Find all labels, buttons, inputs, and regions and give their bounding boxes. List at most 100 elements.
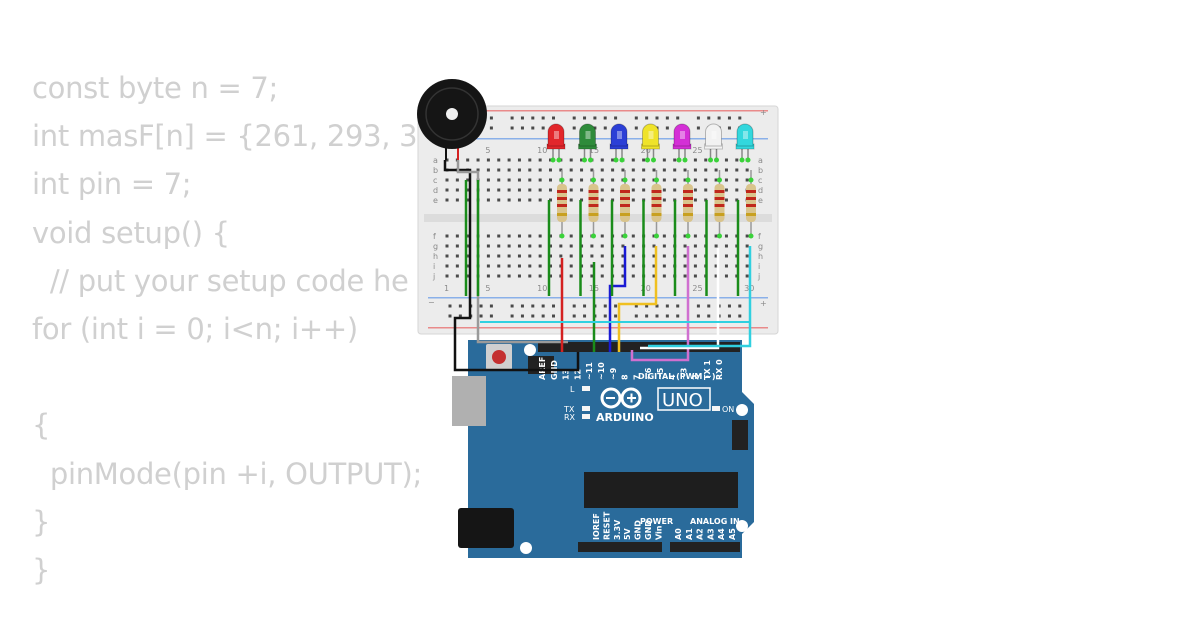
digital-label: DIGITAL (PWM ~) <box>638 372 716 381</box>
led-tx-label: TX <box>563 405 575 414</box>
hole <box>652 264 656 268</box>
led-cyan[interactable] <box>735 123 755 163</box>
resistor[interactable] <box>683 170 693 239</box>
analog-label: ANALOG IN <box>690 517 740 526</box>
led-red[interactable] <box>546 123 566 163</box>
hole <box>714 264 718 268</box>
rail-hole <box>727 314 731 318</box>
rail-hole <box>572 304 576 308</box>
led-green[interactable] <box>578 123 597 163</box>
digital-pin-label: ~10 <box>597 362 606 380</box>
wires[interactable] <box>443 160 752 372</box>
hole <box>466 274 470 278</box>
rail-hole <box>665 314 669 318</box>
power-pin-label: Vin <box>654 525 663 540</box>
code-line: const byte n = 7; <box>32 71 279 105</box>
resistors[interactable] <box>557 170 756 239</box>
hole <box>621 244 625 248</box>
hole <box>507 178 511 182</box>
power-header[interactable] <box>578 542 662 552</box>
digital-pin-label: 12 <box>573 369 582 380</box>
power-pin-label: GND <box>644 520 653 540</box>
hole <box>466 254 470 258</box>
hole <box>621 264 625 268</box>
hole <box>745 264 749 268</box>
rail-hole <box>489 304 493 308</box>
hole <box>569 178 573 182</box>
hole <box>631 274 635 278</box>
rail-hole <box>520 314 524 318</box>
hole <box>486 244 490 248</box>
hole <box>724 178 728 182</box>
hole <box>476 168 480 172</box>
hole <box>445 188 449 192</box>
digital-header[interactable] <box>538 342 740 352</box>
resistor[interactable] <box>746 170 756 239</box>
piezo-buzzer[interactable] <box>417 79 487 160</box>
column-number: 20 <box>641 284 651 293</box>
led-tx-indicator <box>582 406 590 411</box>
model-label: UNO <box>662 390 703 411</box>
usb-port <box>452 376 486 426</box>
resistor[interactable] <box>588 170 599 239</box>
analog-header[interactable] <box>670 542 740 552</box>
row-letter: h <box>433 252 438 261</box>
hole <box>466 264 470 268</box>
code-line: for (int i = 0; i<n; i++) <box>32 311 358 346</box>
rail-hole <box>520 304 524 308</box>
row-letter: a <box>758 156 763 165</box>
hole <box>466 188 470 192</box>
rail-hole <box>541 116 545 120</box>
digital-pin-label: ~6 <box>644 367 653 380</box>
leds[interactable] <box>546 123 755 163</box>
hole <box>724 274 728 278</box>
led-white[interactable] <box>704 123 723 163</box>
hole <box>549 254 552 258</box>
hole <box>662 178 666 182</box>
hole <box>528 188 532 192</box>
hole <box>445 234 449 238</box>
resistor[interactable] <box>651 170 662 239</box>
led-yellow[interactable] <box>641 123 660 163</box>
led-blue[interactable] <box>609 123 629 163</box>
arduino-logo-icon <box>600 387 642 409</box>
rail-hole <box>552 304 555 308</box>
hole <box>538 188 542 192</box>
hole <box>724 254 728 258</box>
mounting-hole <box>736 404 748 416</box>
green-jumper-wires[interactable] <box>464 180 740 296</box>
rail-hole <box>552 314 555 318</box>
arduino-uno-board[interactable]: L TX RX ON ARDUINO UNO DIGITAL (PWM ~) P… <box>452 340 754 558</box>
hole <box>549 188 552 192</box>
hole <box>486 178 490 182</box>
hole <box>714 244 718 248</box>
hole <box>745 254 749 258</box>
rail-hole <box>531 314 535 318</box>
hole <box>528 244 532 248</box>
rail-hole <box>614 314 618 318</box>
row-letter: d <box>433 186 438 195</box>
hole <box>486 234 490 238</box>
hole <box>662 244 666 248</box>
hole <box>497 234 501 238</box>
column-number: 10 <box>537 146 547 155</box>
reset-button[interactable] <box>492 350 506 364</box>
hole <box>652 168 656 172</box>
hole <box>590 264 594 268</box>
resistor[interactable] <box>557 170 567 239</box>
hole <box>569 198 573 202</box>
hole <box>559 244 563 248</box>
hole <box>631 198 635 202</box>
wire-magenta <box>630 246 690 362</box>
rail-hole <box>448 304 452 308</box>
resistor[interactable] <box>714 170 725 239</box>
hole <box>528 198 532 202</box>
rail-hole <box>531 126 535 130</box>
resistor[interactable] <box>620 170 630 239</box>
icsp-header <box>732 420 748 450</box>
hole <box>507 234 511 238</box>
led-magenta[interactable] <box>672 123 692 163</box>
row-letter: e <box>758 196 763 205</box>
